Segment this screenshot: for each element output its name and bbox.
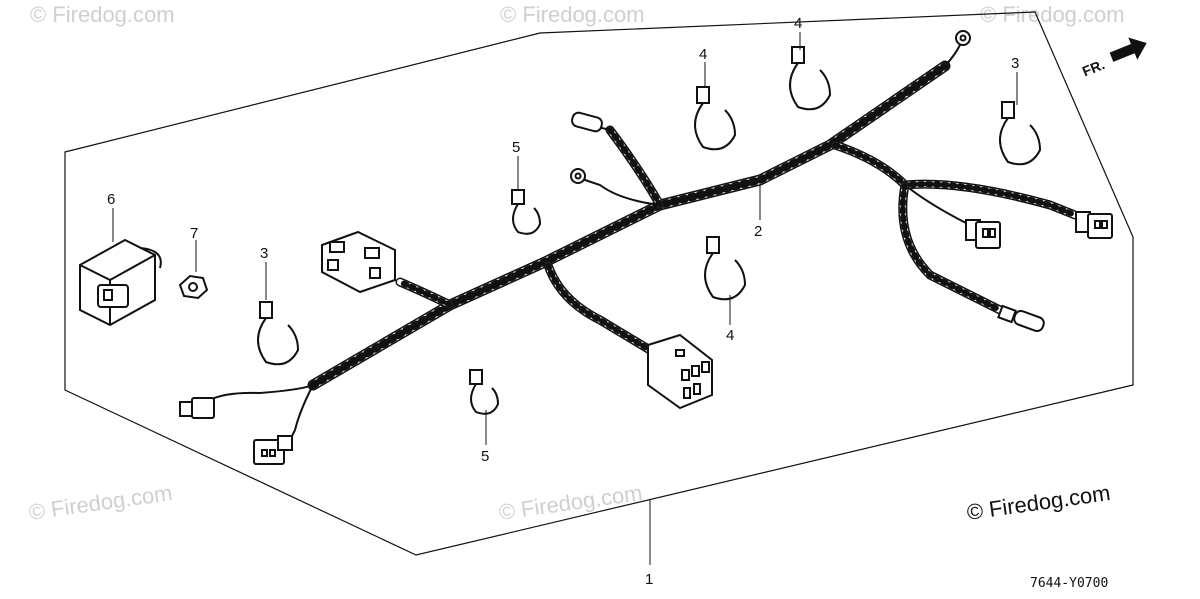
- relay-unit: [79, 238, 162, 327]
- callout-4-top-left: 4: [699, 46, 707, 63]
- watermark-top-left: © Firedog.com: [30, 2, 175, 27]
- front-direction-marker: FR.: [1080, 37, 1147, 79]
- diagram-code: 7644-Y0700: [1030, 576, 1108, 591]
- leader-lines: [112, 32, 1018, 565]
- callout-5-lower: 5: [481, 448, 489, 465]
- assembly-boundary: [64, 11, 1134, 556]
- callout-5-upper: 5: [512, 139, 520, 156]
- arrow-right-icon: [1109, 37, 1147, 62]
- watermark-top-center: © Firedog.com: [500, 2, 645, 27]
- callout-7: 7: [190, 225, 198, 242]
- branch-lower-left: [209, 384, 314, 441]
- clip-top-right-4: [789, 46, 832, 111]
- branch-lower-mid: [543, 260, 655, 355]
- watermark-main: © Firedog.com: [965, 480, 1112, 525]
- callout-4-center: 4: [726, 327, 734, 344]
- clip-lower-mid-5: [469, 369, 500, 415]
- ring-terminal-mid: [570, 168, 586, 184]
- callout-4-top-right: 4: [794, 15, 802, 32]
- clip-right-3: [999, 101, 1042, 166]
- callout-2: 2: [754, 223, 762, 240]
- watermark-top-right: © Firedog.com: [980, 2, 1125, 27]
- clip-left-3: [257, 301, 300, 366]
- clips-group: [257, 46, 1042, 415]
- clip-top-left-4: [694, 86, 737, 151]
- callout-1: 1: [645, 571, 653, 588]
- callout-6: 6: [107, 191, 115, 208]
- connector-right-upper: [1075, 211, 1113, 239]
- connector-right-middle: [965, 219, 1001, 249]
- branch-left-connector: [395, 277, 455, 310]
- branch-right: [830, 140, 1080, 315]
- bullet-terminal-right: [997, 304, 1045, 333]
- bullet-terminal-top: [571, 111, 603, 133]
- clip-upper-mid-5: [511, 189, 542, 235]
- clip-center-4: [704, 236, 747, 301]
- ring-terminal-top: [944, 30, 971, 67]
- watermark-bottom-left: © Firedog.com: [27, 480, 174, 525]
- connector-six-pin: [647, 333, 713, 410]
- nut: [178, 274, 209, 300]
- callout-3-left: 3: [260, 245, 268, 262]
- connector-small-left: [179, 397, 215, 419]
- connector-double: [321, 230, 396, 294]
- branch-upper-mid: [584, 124, 665, 210]
- callout-3-right: 3: [1011, 55, 1019, 72]
- fr-label: FR.: [1080, 56, 1107, 79]
- connector-small-bottom: [253, 435, 293, 465]
